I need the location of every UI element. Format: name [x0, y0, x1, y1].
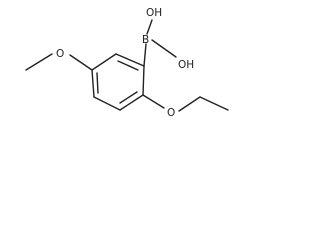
molecule-structure: B OH OH O O — [25, 7, 229, 119]
bond-boron-to-oh-top — [146, 19, 153, 35]
methoxy-oxygen-label: O — [56, 48, 64, 60]
hydroxyl-right-label: OH — [178, 59, 194, 71]
ring-bond-2 — [142, 65, 145, 96]
ring-bond-4 — [93, 96, 121, 111]
ring-bond-3 — [119, 94, 144, 111]
bond-ring-to-methoxy-o — [69, 54, 93, 71]
ring-double-bond-b — [119, 91, 138, 104]
ring-bond-6 — [91, 53, 117, 71]
bond-methoxy-o-to-methyl — [25, 53, 53, 71]
ring-double-bond-a — [117, 60, 139, 71]
bond-boron-to-oh-right — [151, 39, 177, 58]
ring-bond-1 — [115, 53, 145, 67]
ethoxy-oxygen-label: O — [167, 107, 175, 119]
bond-ring-to-ethoxy-o — [142, 94, 165, 109]
bond-ch2-to-ch3 — [199, 96, 229, 111]
bond-ring-to-boron — [143, 43, 147, 67]
ring-bond-5 — [91, 69, 95, 98]
bond-ethoxy-o-to-ch2 — [178, 96, 201, 112]
boron-label: B — [142, 34, 149, 46]
structure-canvas: B OH OH O O — [0, 0, 250, 138]
ring-double-bond-c — [96, 72, 99, 94]
hydroxyl-top-label: OH — [146, 7, 162, 19]
